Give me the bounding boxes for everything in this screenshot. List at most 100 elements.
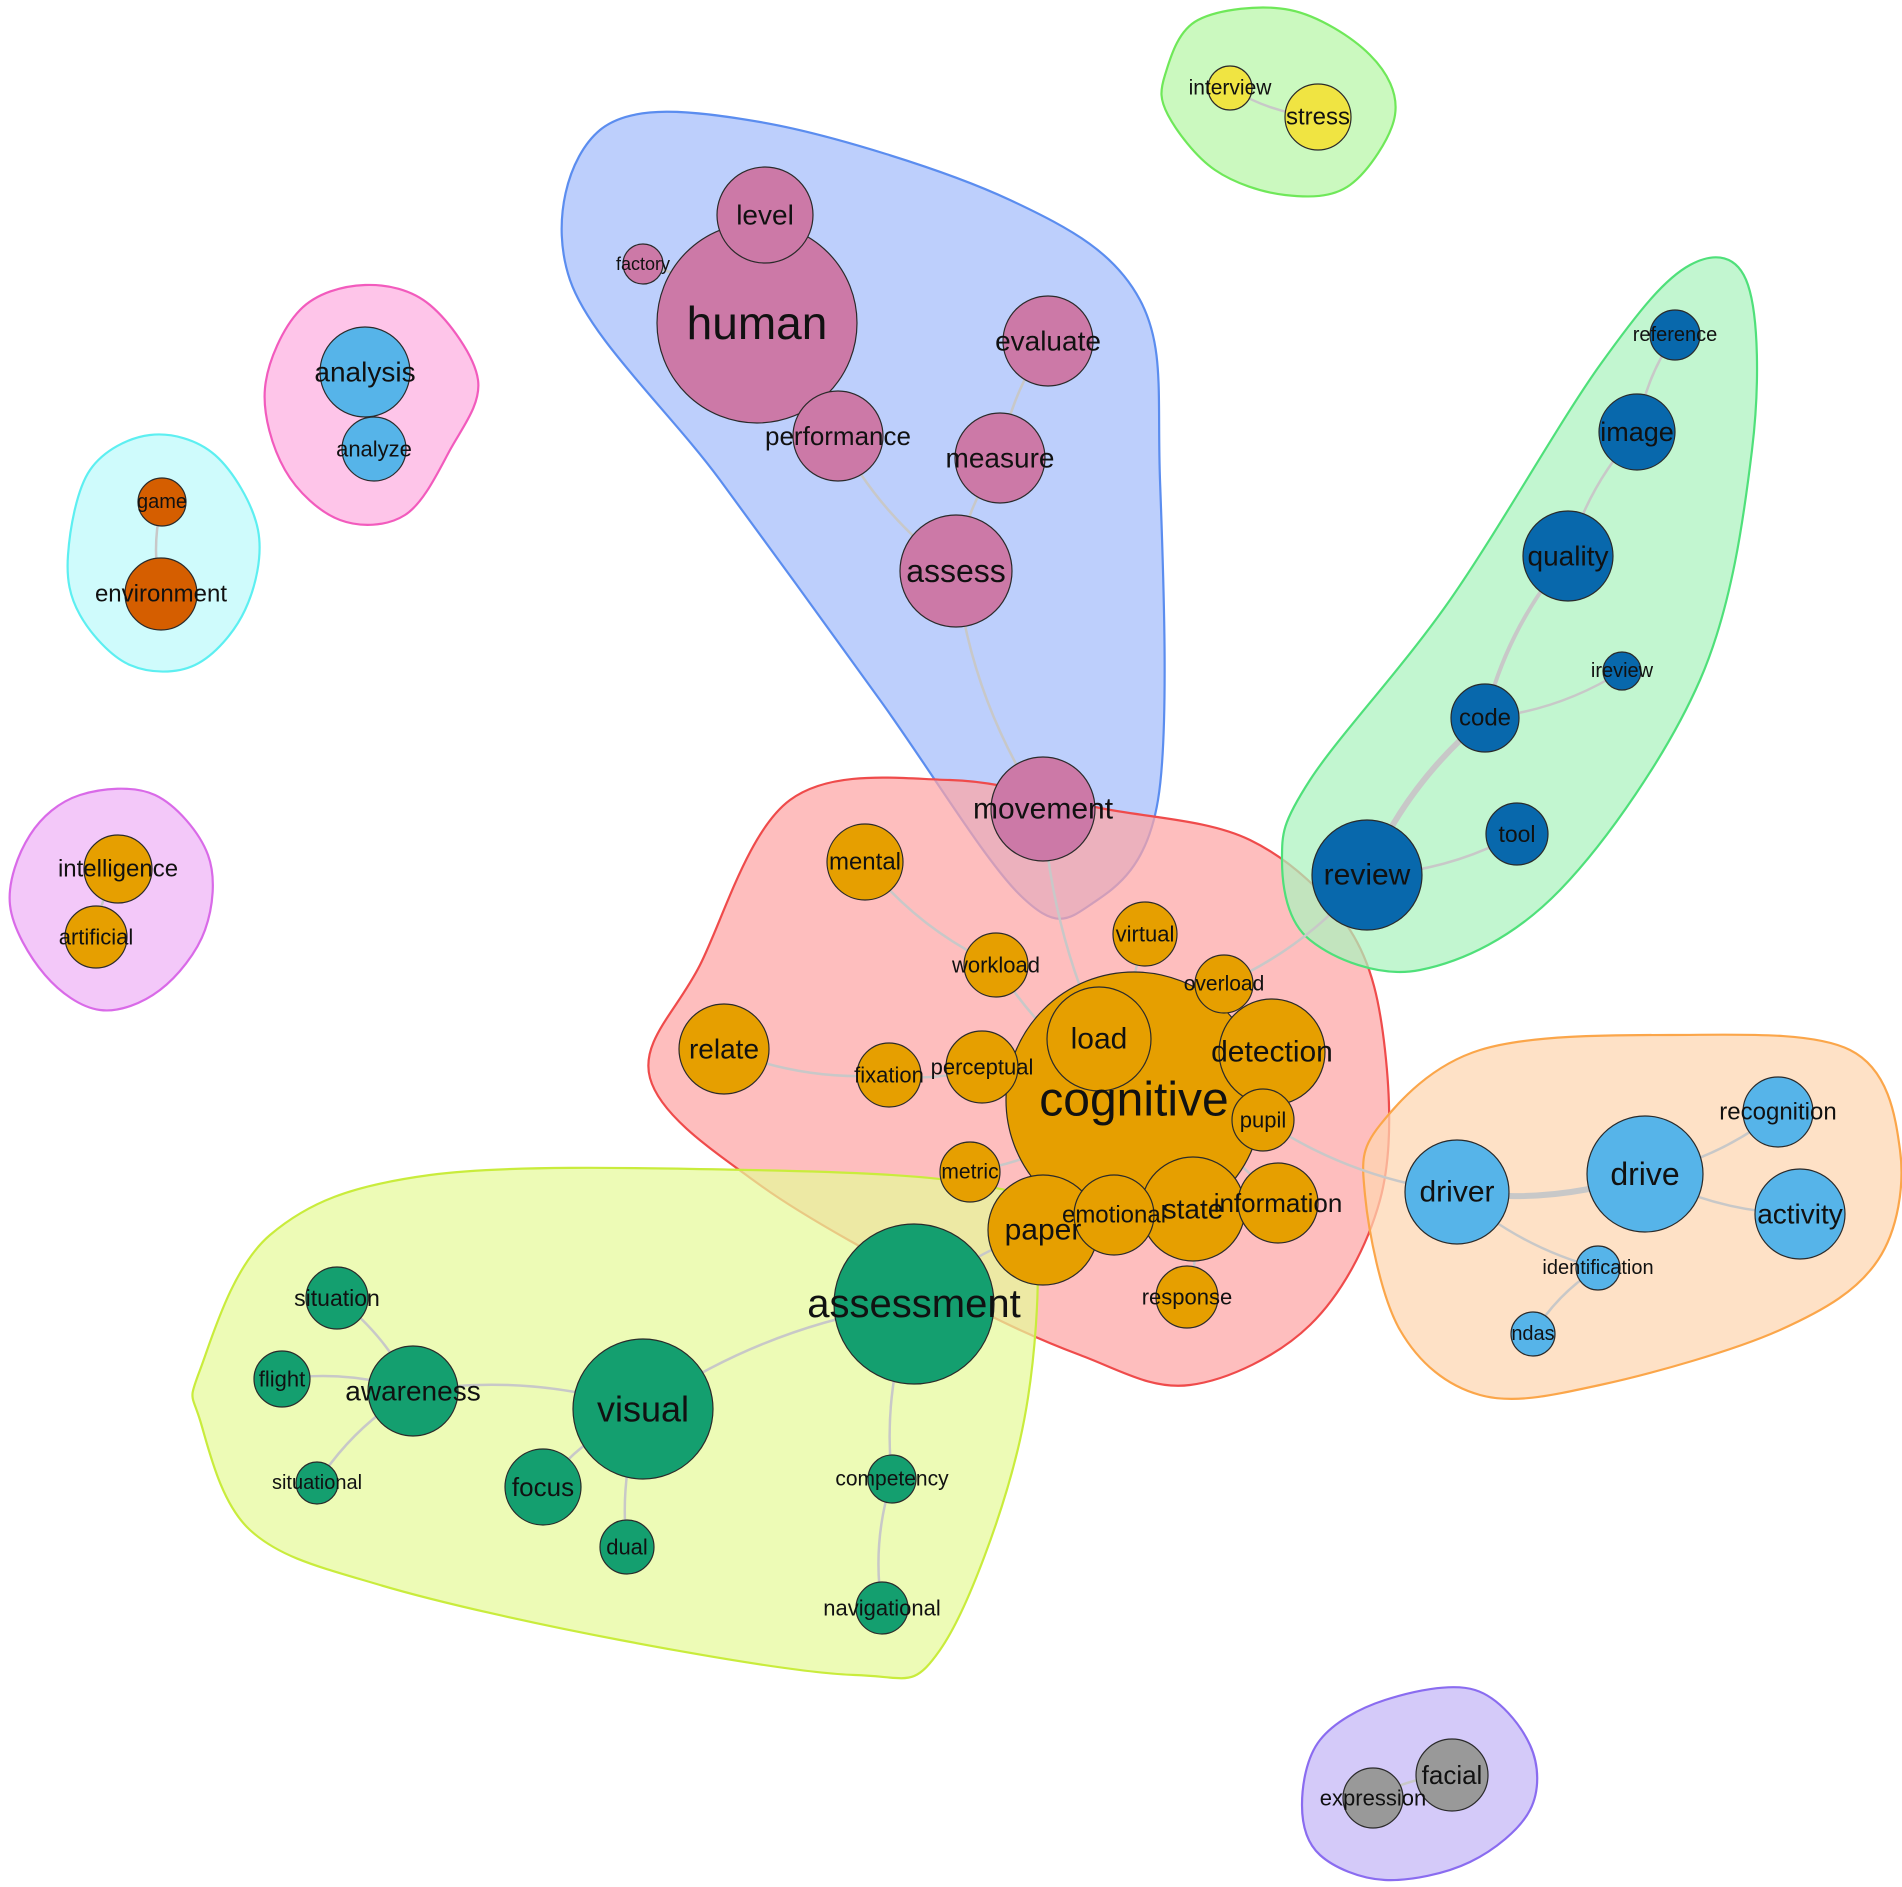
- node-label-emotional: emotional: [1062, 1202, 1166, 1229]
- node-circle-awareness: [367, 1345, 459, 1437]
- node-circle-level: [716, 166, 814, 264]
- node-review: [1311, 819, 1423, 931]
- node-ireview: [1602, 651, 1642, 691]
- node-label-awareness: awareness: [345, 1376, 480, 1407]
- node-reference: [1649, 309, 1701, 361]
- node-circle-game: [137, 477, 187, 527]
- node-virtual: [1112, 901, 1178, 967]
- node-circle-flight: [253, 1350, 311, 1408]
- node-circle-fixation: [856, 1042, 922, 1108]
- node-label-situation: situation: [294, 1285, 380, 1311]
- node-intelligence: [83, 834, 153, 904]
- node-label-stress: stress: [1286, 104, 1350, 131]
- node-emotional: [1073, 1174, 1155, 1256]
- node-interview: [1207, 65, 1253, 111]
- node-label-focus: focus: [512, 1472, 574, 1502]
- node-code: [1450, 683, 1520, 753]
- node-workload: [963, 932, 1029, 998]
- node-circle-competency: [867, 1454, 917, 1504]
- node-circle-ndas: [1510, 1311, 1556, 1357]
- node-pupil: [1231, 1088, 1295, 1152]
- node-label-image: image: [1600, 417, 1674, 447]
- node-label-metric: metric: [941, 1161, 998, 1184]
- node-analysis: [319, 326, 411, 418]
- node-response: [1155, 1265, 1219, 1329]
- node-circle-environment: [124, 557, 198, 631]
- node-circle-factory: [622, 243, 664, 285]
- node-circle-situation: [305, 1266, 369, 1330]
- node-label-level: level: [736, 200, 794, 231]
- node-movement: [990, 756, 1096, 862]
- node-circle-drive: [1586, 1115, 1704, 1233]
- node-circle-assessment: [833, 1223, 995, 1385]
- node-label-cognitive: cognitive: [1039, 1074, 1228, 1127]
- node-circle-focus: [504, 1448, 582, 1526]
- node-label-driver: driver: [1419, 1176, 1494, 1209]
- node-label-interview: interview: [1189, 77, 1273, 100]
- node-circle-image: [1598, 393, 1676, 471]
- node-label-human: human: [687, 297, 828, 349]
- node-label-virtual: virtual: [1116, 922, 1175, 947]
- node-label-intelligence: intelligence: [58, 856, 178, 883]
- node-focus: [504, 1448, 582, 1526]
- node-circle-tool: [1485, 802, 1549, 866]
- node-label-perceptual: perceptual: [931, 1055, 1034, 1080]
- node-performance: [792, 390, 884, 482]
- node-navigational: [855, 1581, 909, 1635]
- node-situation: [305, 1266, 369, 1330]
- node-circle-relate: [678, 1003, 770, 1095]
- node-circle-visual: [572, 1338, 714, 1480]
- node-dual: [599, 1519, 655, 1575]
- node-label-activity: activity: [1757, 1199, 1843, 1230]
- node-label-reference: reference: [1633, 324, 1718, 346]
- node-label-information: information: [1214, 1188, 1343, 1218]
- node-quality: [1522, 510, 1614, 602]
- node-circle-workload: [963, 932, 1029, 998]
- node-circle-reference: [1649, 309, 1701, 361]
- node-circle-evaluate: [1002, 295, 1094, 387]
- node-circle-recognition: [1742, 1076, 1814, 1148]
- node-circle-measure: [954, 412, 1046, 504]
- node-evaluate: [1002, 295, 1094, 387]
- node-label-measure: measure: [946, 443, 1055, 474]
- node-artificial: [64, 905, 128, 969]
- node-circle-driver: [1404, 1139, 1510, 1245]
- node-measure: [954, 412, 1046, 504]
- node-label-overload: overload: [1184, 973, 1265, 996]
- node-circle-dual: [599, 1519, 655, 1575]
- node-circle-situational: [295, 1461, 339, 1505]
- node-label-quality: quality: [1528, 541, 1609, 572]
- node-flight: [253, 1350, 311, 1408]
- node-circle-overload: [1194, 954, 1254, 1014]
- node-awareness: [367, 1345, 459, 1437]
- node-label-analyze: analyze: [336, 437, 412, 462]
- node-recognition: [1742, 1076, 1814, 1148]
- node-label-flight: flight: [259, 1367, 305, 1392]
- node-label-response: response: [1142, 1285, 1233, 1310]
- node-environment: [124, 557, 198, 631]
- node-circle-metric: [939, 1141, 1001, 1203]
- node-circle-mental: [826, 823, 904, 901]
- node-load: [1046, 986, 1152, 1092]
- node-label-identification: identification: [1542, 1257, 1653, 1279]
- node-circle-activity: [1754, 1168, 1846, 1260]
- node-label-movement: movement: [973, 793, 1114, 826]
- node-circle-navigational: [855, 1581, 909, 1635]
- node-label-recognition: recognition: [1719, 1099, 1836, 1126]
- node-metric: [939, 1141, 1001, 1203]
- node-driver: [1404, 1139, 1510, 1245]
- node-circle-virtual: [1112, 901, 1178, 967]
- node-competency: [867, 1454, 917, 1504]
- node-label-paper: paper: [1005, 1214, 1082, 1247]
- node-perceptual: [945, 1030, 1019, 1104]
- node-circle-emotional: [1073, 1174, 1155, 1256]
- node-label-drive: drive: [1610, 1156, 1679, 1192]
- node-circle-ireview: [1602, 651, 1642, 691]
- node-tool: [1485, 802, 1549, 866]
- node-ndas: [1510, 1311, 1556, 1357]
- node-label-tool: tool: [1498, 821, 1535, 847]
- node-identification: [1575, 1245, 1621, 1291]
- node-circle-code: [1450, 683, 1520, 753]
